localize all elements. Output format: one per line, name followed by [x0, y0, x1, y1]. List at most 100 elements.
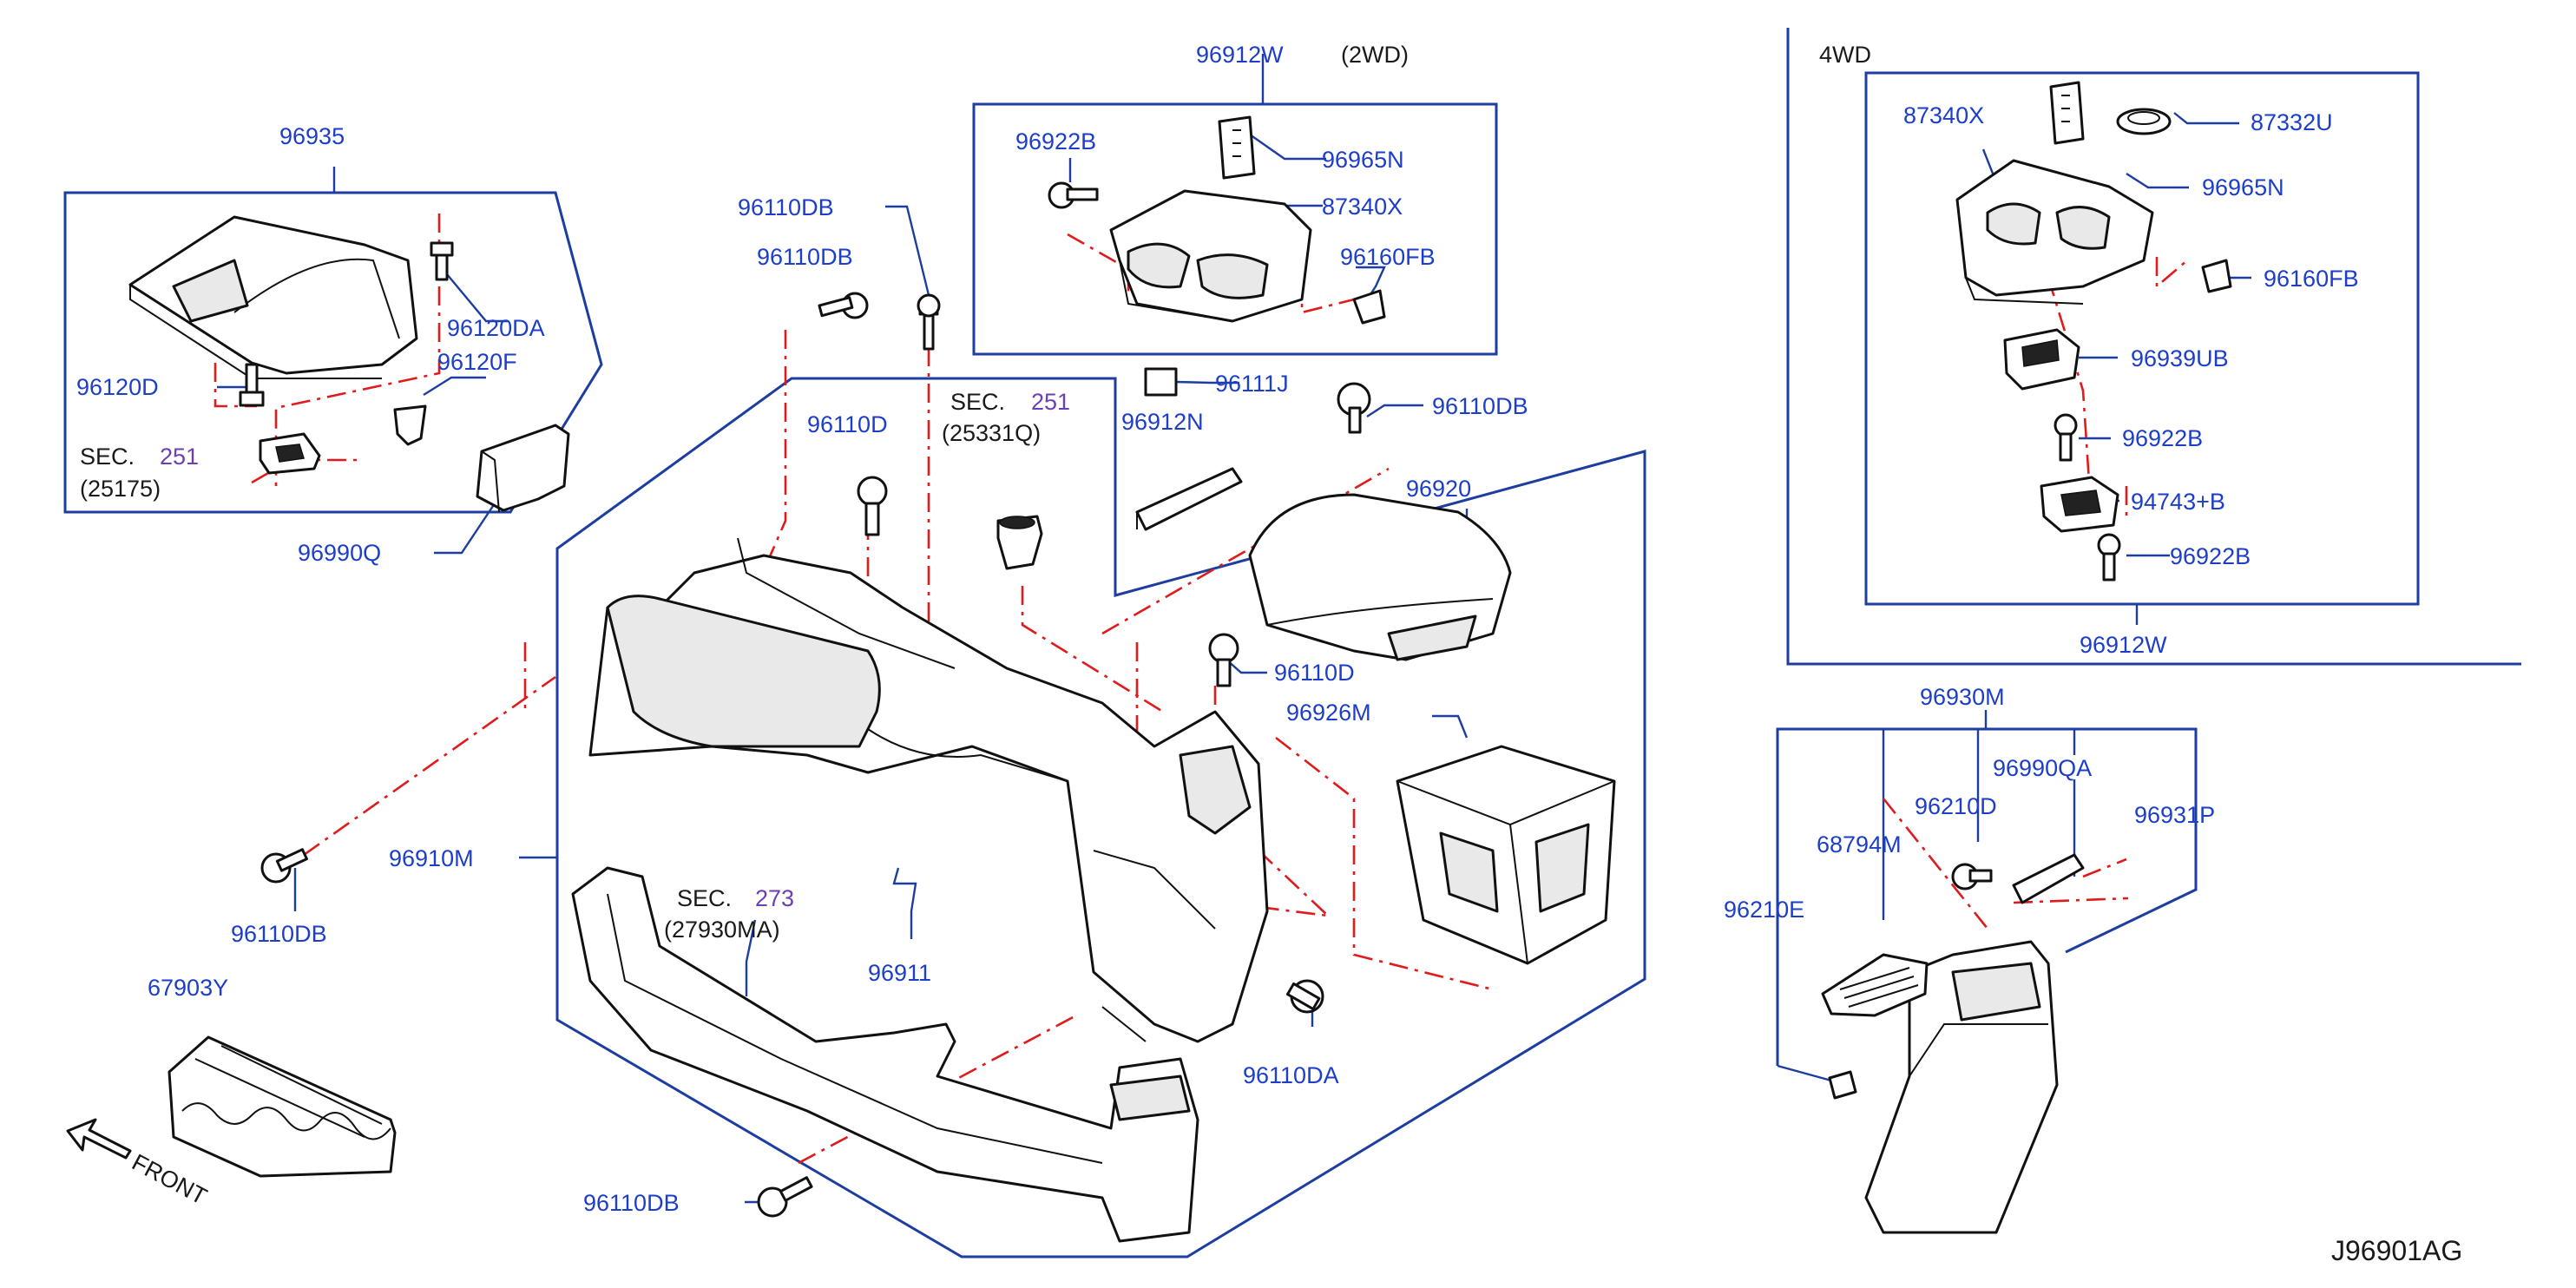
label-87340X-4wd: 87340X — [1903, 102, 1984, 128]
label-96110DA: 96110DA — [1243, 1062, 1339, 1088]
clip-96160FB-4wd — [2201, 259, 2232, 293]
label-96910M: 96910M — [389, 845, 474, 871]
label-96110DB-c: 96110DB — [1432, 393, 1528, 419]
label-68794M: 68794M — [1817, 831, 1902, 858]
mat-67903Y — [168, 1035, 397, 1178]
bracket-94743B — [2040, 476, 2119, 533]
label-96110D-b: 96110D — [1274, 660, 1355, 686]
diagram-code: J96901AG — [2331, 1235, 2462, 1266]
duct-27930MA — [571, 866, 1199, 1243]
label-sec251a-sub: (25175) — [80, 476, 161, 502]
label-87340X-2wd: 87340X — [1322, 194, 1403, 220]
part-96935-finisher — [128, 215, 418, 379]
label-96990QA: 96990QA — [1993, 755, 2092, 781]
bracket-96939UB — [2003, 328, 2080, 391]
clip-96120F — [393, 404, 427, 446]
clip-96210E — [1828, 1070, 1857, 1100]
switch-251-left — [259, 432, 321, 475]
label-96110DB-d: 96110DB — [231, 921, 327, 947]
screw-96110D-a — [857, 476, 888, 536]
label-sec251b-sub: (25331Q) — [942, 420, 1041, 446]
label-96912N: 96912N — [1121, 409, 1204, 435]
screw-96110DB-d — [260, 848, 308, 884]
label-96931P: 96931P — [2134, 802, 2215, 828]
label-front: FRONT — [128, 1149, 211, 1210]
label-sec251b: SEC. — [950, 389, 1005, 415]
clip-96160FB-2wd — [1352, 289, 1386, 325]
label-96965N-2wd: 96965N — [1322, 147, 1404, 173]
label-96912W-4wd: 96912W — [2080, 632, 2167, 658]
screw-96110DB-e — [757, 1176, 813, 1218]
frame-96930M — [1776, 727, 2198, 1066]
label-96922B-4wd-a: 96922B — [2122, 425, 2203, 451]
label-96120F: 96120F — [437, 349, 517, 375]
finisher-96930M — [1864, 940, 2059, 1234]
label-96210D: 96210D — [1915, 793, 1997, 819]
label-96210E: 96210E — [1724, 897, 1804, 923]
label-sec251a: SEC. — [80, 444, 135, 470]
screw-96922B-4wd-b — [2097, 533, 2121, 582]
label-2wd: (2WD) — [1341, 42, 1409, 68]
cap-87332U — [2116, 108, 2172, 135]
label-sec251a-num: 251 — [160, 444, 199, 470]
parts — [66, 81, 2232, 1243]
label-96965N-4wd: 96965N — [2202, 174, 2284, 200]
screw-96922B-2wd — [1048, 181, 1099, 209]
label-96110D-a: 96110D — [807, 411, 888, 437]
cupholder-2wd — [1109, 189, 1312, 323]
socket-251-25331Q — [996, 515, 1043, 570]
label-96110DB-a: 96110DB — [738, 194, 834, 220]
frame-4wd-outer — [1786, 28, 2521, 666]
label-96930M: 96930M — [1920, 684, 2005, 710]
frame-console — [555, 377, 1646, 1258]
label-4wd: 4WD — [1819, 42, 1871, 68]
label-96935: 96935 — [279, 123, 345, 149]
label-96912W-2wd: 96912W — [1196, 42, 1284, 68]
console-96910M — [588, 537, 1269, 1043]
label-sec273-num: 273 — [755, 885, 794, 911]
switch-96965N-4wd — [2049, 81, 2085, 145]
label-96120DA: 96120DA — [447, 315, 545, 341]
label-96922B-4wd-b: 96922B — [2170, 543, 2251, 569]
label-96926M: 96926M — [1286, 700, 1371, 726]
label-96920: 96920 — [1406, 476, 1471, 502]
screw-96120D — [239, 363, 265, 407]
label-sec251b-num: 251 — [1031, 389, 1070, 415]
screw-96110DB-c — [1337, 382, 1371, 434]
label-96110DB-b: 96110DB — [757, 244, 853, 270]
label-96110DB-e: 96110DB — [583, 1190, 680, 1216]
screw-96110D-b — [1208, 633, 1239, 687]
label-96922B-2wd: 96922B — [1015, 128, 1096, 154]
screw-96110DB-a — [917, 293, 941, 351]
label-sec273: SEC. — [677, 885, 732, 911]
bin-96926M — [1396, 745, 1616, 965]
screw-96210D — [1951, 863, 1993, 890]
label-96911: 96911 — [868, 960, 931, 986]
screw-96110DB-b — [818, 292, 869, 319]
label-96990Q: 96990Q — [298, 540, 381, 566]
label-96939UB: 96939UB — [2131, 345, 2229, 371]
cupholder-4wd — [1955, 159, 2154, 305]
front-arrow-icon — [66, 1118, 132, 1160]
screw-96110DA — [1286, 979, 1324, 1014]
screw-96120DA — [430, 241, 454, 281]
frames — [63, 28, 2521, 1258]
bracket-96990QA — [2012, 853, 2085, 904]
frame-96912W-4wd — [1864, 71, 2420, 606]
label-96160FB-2wd: 96160FB — [1340, 244, 1436, 270]
frame-96912W-2wd — [972, 102, 1498, 356]
label-96120D: 96120D — [76, 374, 159, 400]
label-96111J: 96111J — [1215, 371, 1289, 397]
bracket-96912N — [1135, 467, 1243, 531]
vent-68794M — [1821, 953, 1929, 1017]
label-94743B: 94743+B — [2131, 489, 2225, 515]
screw-96922B-4wd-a — [2054, 413, 2078, 462]
bracket-96990Q — [476, 424, 570, 513]
clip-96111J — [1144, 367, 1178, 397]
label-sec273-sub: (27930MA) — [664, 917, 780, 943]
label-87332U: 87332U — [2251, 109, 2333, 135]
armrest-96920 — [1248, 493, 1512, 661]
label-67903Y: 67903Y — [148, 975, 228, 1001]
label-96160FB-4wd: 96160FB — [2264, 266, 2359, 292]
